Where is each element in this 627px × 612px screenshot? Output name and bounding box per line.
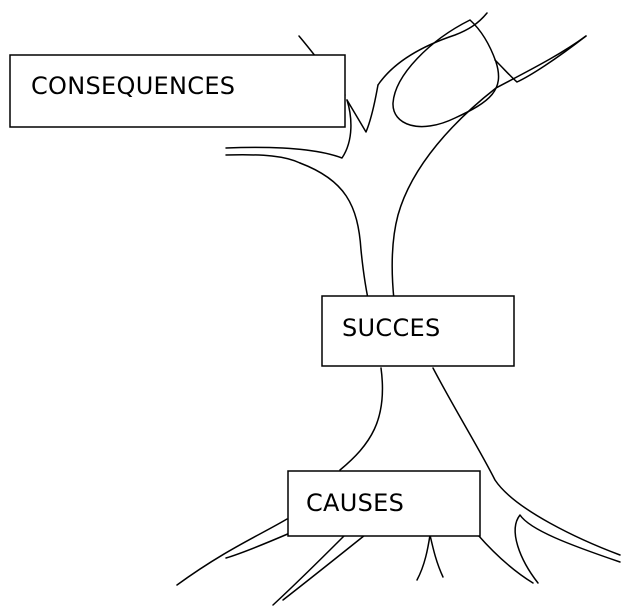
success-label: SUCCES [342, 314, 441, 342]
tree-drawing [176, 12, 621, 606]
root-center-left [339, 367, 384, 471]
root-long-center-1 [272, 534, 346, 606]
causes-label: CAUSES [306, 489, 404, 517]
left-branch-lower [225, 154, 301, 164]
right-branch-crossing [494, 35, 587, 83]
consequences-label: CONSEQUENCES [31, 72, 235, 100]
trunk-right-edge [391, 87, 497, 301]
root-long-left-1 [176, 518, 288, 586]
trunk-left-edge [299, 162, 371, 309]
right-branch-outer [377, 12, 488, 86]
root-small [416, 534, 444, 581]
consequences-box-frame [9, 54, 346, 128]
causes-box-frame [287, 470, 481, 537]
root-right-main [432, 367, 621, 556]
left-branch-upper [225, 99, 352, 159]
right-branch-tip [495, 35, 587, 89]
consequences-box: CONSEQUENCES [9, 54, 346, 128]
causes-box: CAUSES [287, 470, 481, 537]
root-long-left-2 [225, 532, 291, 559]
root-middle-curl [477, 534, 534, 584]
root-long-center-2 [282, 534, 366, 601]
success-box-frame [321, 295, 515, 367]
twig-fork [346, 84, 379, 133]
success-box: SUCCES [321, 295, 515, 367]
right-branch-loop [392, 19, 500, 128]
root-right-inner [514, 514, 621, 584]
